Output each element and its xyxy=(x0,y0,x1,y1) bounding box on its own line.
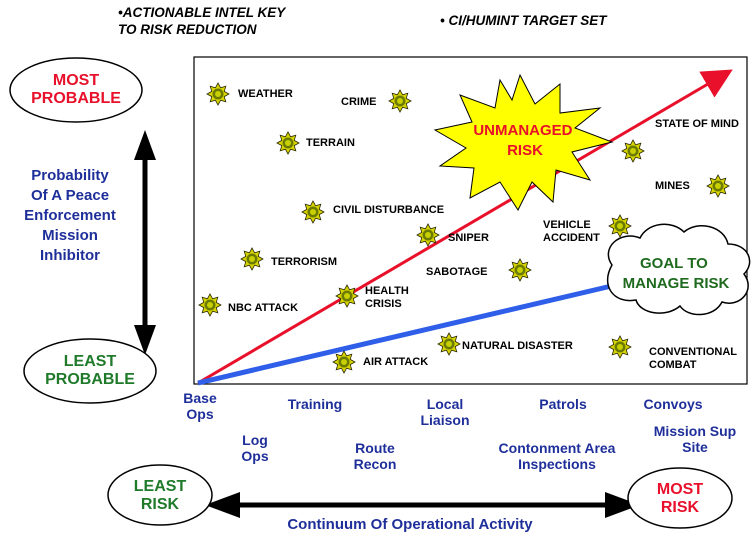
threat-label: SABOTAGE xyxy=(426,266,488,278)
managed-risk-line xyxy=(197,281,621,386)
threat-label: STATE OF MIND xyxy=(655,118,739,130)
threat-label: WEATHER xyxy=(238,88,293,100)
threat-label: MINES xyxy=(655,180,690,192)
threat-burst-icon xyxy=(508,258,532,282)
threat-burst-icon xyxy=(416,223,440,247)
threat-burst-icon xyxy=(301,200,325,224)
probability-axis-arrow xyxy=(134,130,156,355)
most-probable-oval xyxy=(9,57,143,123)
threat-burst-icon xyxy=(206,82,230,106)
threat-burst-icon xyxy=(608,335,632,359)
least-risk-oval xyxy=(107,464,213,526)
header-left-line2: TO RISK REDUCTION xyxy=(118,22,257,37)
threat-burst-icon xyxy=(198,293,222,317)
continuum-axis-label: Continuum Of Operational Activity xyxy=(287,516,533,533)
threat-label: NBC ATTACK xyxy=(228,302,299,314)
threat-label: SNIPER xyxy=(448,232,489,244)
threat-burst-icon xyxy=(276,131,300,155)
activity-label: Training xyxy=(287,396,343,412)
threat-burst-icon xyxy=(335,284,359,308)
unmanaged-risk-starburst xyxy=(433,73,614,212)
header-left: •ACTIONABLE INTEL KEY TO RISK REDUCTION xyxy=(118,4,285,38)
threat-burst-icon xyxy=(332,350,356,374)
threat-label: AIR ATTACK xyxy=(363,356,429,368)
threat-burst-icon xyxy=(706,174,730,198)
threat-label: CRIME xyxy=(341,96,377,108)
least-probable-oval xyxy=(23,338,157,404)
threat-burst-icon xyxy=(437,332,461,356)
activity-label: Patrols xyxy=(539,396,587,412)
goal-cloud xyxy=(606,223,751,316)
most-risk-oval xyxy=(627,467,733,529)
unmanaged-risk-line xyxy=(197,69,733,385)
header-left-line1: •ACTIONABLE INTEL KEY xyxy=(118,5,286,20)
activity-label: Convoys xyxy=(643,396,703,412)
goal-cloud-text: GOAL TO MANAGE RISK xyxy=(623,255,730,292)
unmanaged-risk-text: UNMANAGED RISK xyxy=(473,122,576,159)
threat-label: NATURAL DISASTER xyxy=(462,340,573,352)
threat-burst-icon xyxy=(608,214,632,238)
threat-label: TERRORISM xyxy=(271,256,337,268)
threat-label: TERRAIN xyxy=(306,137,355,149)
threat-burst-icon xyxy=(388,89,412,113)
threat-burst-icon xyxy=(240,247,264,271)
threat-burst-icon xyxy=(621,139,645,163)
threat-label: CIVIL DISTURBANCE xyxy=(333,204,445,216)
header-right: • CI/HUMINT TARGET SET xyxy=(440,13,607,28)
risk-continuum-arrow xyxy=(205,492,640,518)
